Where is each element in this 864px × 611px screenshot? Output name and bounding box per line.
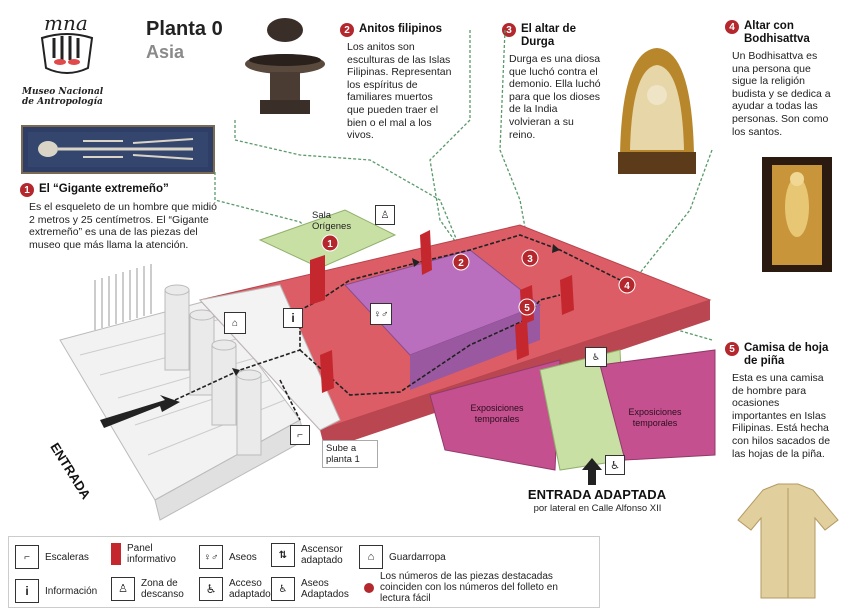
exhibition-right <box>599 349 716 461</box>
map-info-icon: i <box>283 308 303 328</box>
section-1: 1 El “Gigante extremeño” Es el esqueleto … <box>20 183 225 251</box>
section-2-title: Anitos filipinos <box>359 23 443 35</box>
map-hanger-icon: ⌂ <box>224 312 246 334</box>
skeleton-photo <box>21 125 215 174</box>
legend-red-dot: Los números de las piezas destacadas coi… <box>364 571 580 604</box>
stairs-icon: ⌐ <box>15 545 39 569</box>
section-3-title: El altar de Durga <box>521 23 576 48</box>
adapted-entrance-arrow-icon <box>582 458 602 485</box>
marker-2-icon: 2 <box>340 23 354 37</box>
legend-hanger: ⌂ Guardarropa <box>359 545 446 569</box>
sube-planta-label: Sube a planta 1 <box>322 440 378 468</box>
section-1-title: El “Gigante extremeño” <box>39 183 169 195</box>
map-accessible-restroom-icon: ♿ <box>585 347 607 367</box>
legend-restroom: ♀♂ Aseos <box>199 545 257 569</box>
entrance-arrow-icon <box>100 395 180 428</box>
legend-stairs: ⌐ Escaleras <box>15 545 89 569</box>
exhibition-left-text: Exposiciones temporales <box>470 403 524 424</box>
map-stairs-icon: ⌐ <box>290 425 310 445</box>
section-3-description: Durga es una diosa que luchó contra el d… <box>509 53 601 141</box>
museum-logo: mna Museo Nacional de Antropología <box>22 10 112 110</box>
svg-text:1: 1 <box>327 239 333 250</box>
map-restroom-icon: ♀♂ <box>370 303 392 325</box>
page-title: Planta 0 <box>146 18 223 40</box>
section-2: 2 Anitos filipinos Los anitos son escultu… <box>340 23 452 142</box>
logo-mask-icon: mna <box>40 11 94 74</box>
logo-text-line2: de Antropología <box>22 97 103 107</box>
exhibition-right-text: Exposiciones temporales <box>628 407 682 428</box>
legend-info-label: Información <box>45 585 98 597</box>
legend-elevator: ⇅ Ascensor adaptado <box>271 543 351 567</box>
map-markers: 1 2 3 4 5 <box>321 234 636 316</box>
wheelchair-icon: ♿ <box>199 577 223 601</box>
map-wheelchair-icon: ♿ <box>605 455 625 475</box>
sala-origenes-label: Sala Orígenes <box>312 210 352 232</box>
marker-1-icon: 1 <box>20 183 34 197</box>
legend-stairs-label: Escaleras <box>45 551 89 563</box>
bodhisattva-shrine-icon <box>762 157 832 272</box>
legend-access-label: Acceso adaptado <box>229 578 271 600</box>
anito-statue-icon <box>245 18 325 114</box>
elevator-icon: ⇅ <box>271 543 295 567</box>
marker-4-icon: 4 <box>725 20 739 34</box>
section-1-description: Es el esqueleto de un hombre que midió 2… <box>29 201 217 251</box>
info-panel-icon <box>111 543 121 565</box>
legend-box: ⌐ Escaleras Panel informativo ♀♂ Aseos ⇅… <box>8 536 600 608</box>
restroom-icon: ♀♂ <box>199 545 223 569</box>
legend-restroom-label: Aseos <box>229 551 257 563</box>
legend-rest: ♙ Zona de descanso <box>111 577 191 601</box>
section-4-description: Un Bodhisattva es una persona que sigue … <box>732 50 831 138</box>
shirt-icon <box>737 483 839 599</box>
skeleton-icon <box>28 132 208 167</box>
section-3: 3 El altar de Durga Durga es una diosa qu… <box>502 23 602 141</box>
marker-3-icon: 3 <box>502 23 516 37</box>
section-5: 5 Camisa de hoja de piña Esta es una cami… <box>725 342 835 460</box>
legend-rest-label: Zona de descanso <box>141 578 184 600</box>
section-5-description: Esta es una camisa de hombre para ocasio… <box>732 372 831 460</box>
exhibition-left <box>429 359 561 471</box>
route-path <box>174 234 631 421</box>
svg-text:5: 5 <box>524 303 530 314</box>
durga-altar-photo <box>612 40 702 180</box>
legend-panel-label: Panel informativo <box>127 543 176 565</box>
accessible-restroom-icon: ♿ <box>271 577 295 601</box>
rest-area-icon: ♙ <box>111 577 135 601</box>
svg-text:3: 3 <box>527 254 533 265</box>
marker-5-icon: 5 <box>725 342 739 356</box>
legend-hanger-label: Guardarropa <box>389 551 446 563</box>
legend-accessible-restroom: ♿ Aseos Adaptados <box>271 577 351 601</box>
section-2-description: Los anitos son esculturas de las Islas F… <box>347 41 452 142</box>
legend-accessible-restroom-label: Aseos Adaptados <box>301 578 349 600</box>
section-5-title: Camisa de hoja de piña <box>744 342 829 367</box>
info-icon: i <box>15 579 39 603</box>
red-dot-icon <box>364 582 374 593</box>
section-4-title: Altar con Bodhisattva <box>744 20 810 45</box>
entrada-adaptada-sub: por lateral en Calle Alfonso XII <box>533 503 662 514</box>
durga-altar-icon <box>618 48 696 174</box>
svg-text:4: 4 <box>624 281 630 292</box>
map-rest-area-icon: ♙ <box>375 205 395 225</box>
svg-text:mna: mna <box>44 11 88 35</box>
hanger-icon: ⌂ <box>359 545 383 569</box>
entrada-adaptada-label: ENTRADA ADAPTADA <box>527 487 667 502</box>
section-4: 4 Altar con Bodhisattva Un Bodhisattva es… <box>725 20 833 138</box>
svg-text:2: 2 <box>458 258 464 269</box>
legend-info: i Información <box>15 579 97 603</box>
anito-photo <box>240 12 330 124</box>
legend-access: ♿ Acceso adaptado <box>199 577 274 601</box>
bodhisattva-photo <box>762 157 832 272</box>
logo-text-line1: Museo Nacional <box>22 87 104 97</box>
legend-red-dot-label: Los números de las piezas destacadas coi… <box>380 571 558 604</box>
page-subtitle: Asia <box>146 42 185 62</box>
legend-elevator-label: Ascensor adaptado <box>301 544 343 566</box>
pina-shirt-photo <box>733 480 843 605</box>
legend-panel: Panel informativo <box>111 543 182 565</box>
